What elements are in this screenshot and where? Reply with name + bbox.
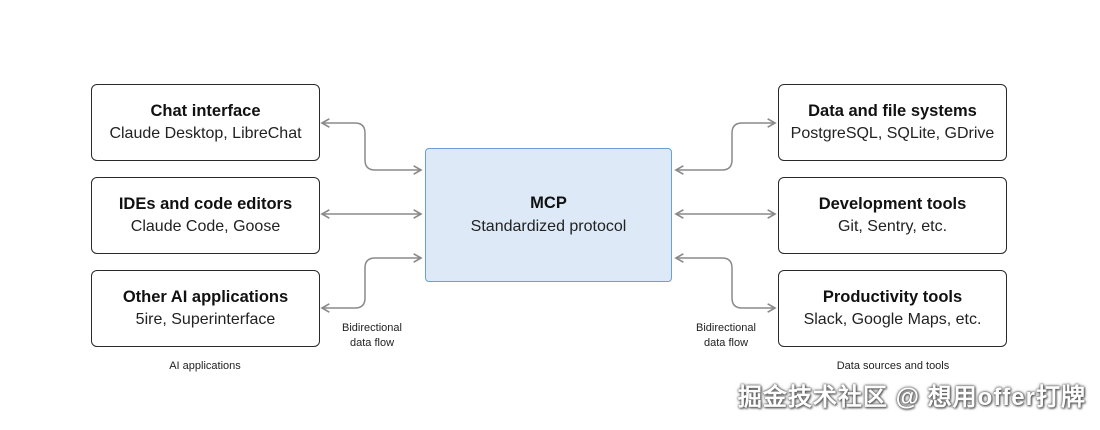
watermark: 掘金技术社区 @ 想用offer打牌 [737, 384, 1086, 411]
arrow-chat-to-mcp [320, 118, 423, 175]
other-ai-apps-box: Other AI applications 5ire, Superinterfa… [91, 270, 320, 347]
right-caption: Data sources and tools [836, 360, 950, 372]
arrow-mcp-to-data [674, 118, 777, 175]
productivity-tools-box: Productivity tools Slack, Google Maps, e… [778, 270, 1007, 347]
box-title: Other AI applications [122, 288, 289, 306]
mcp-subtitle: Standardized protocol [470, 218, 627, 235]
mcp-protocol-box: MCP Standardized protocol [425, 148, 672, 282]
chat-interface-box: Chat interface Claude Desktop, LibreChat [91, 84, 320, 161]
box-subtitle: Claude Code, Goose [130, 218, 281, 235]
mcp-title: MCP [530, 194, 567, 212]
box-title: Productivity tools [822, 288, 963, 306]
box-title: Development tools [818, 195, 967, 213]
box-subtitle: 5ire, Superinterface [135, 311, 276, 328]
box-subtitle: PostgreSQL, SQLite, GDrive [790, 125, 995, 142]
left-caption: AI applications [169, 360, 241, 372]
left-flow-label: Bidirectional data flow [342, 322, 402, 349]
box-title: Chat interface [150, 102, 261, 120]
box-subtitle: Slack, Google Maps, etc. [803, 311, 982, 328]
data-file-systems-box: Data and file systems PostgreSQL, SQLite… [778, 84, 1007, 161]
box-title: Data and file systems [808, 102, 977, 120]
development-tools-box: Development tools Git, Sentry, etc. [778, 177, 1007, 254]
arrow-other-ai-to-mcp [320, 253, 423, 313]
right-flow-label: Bidirectional data flow [696, 322, 756, 349]
ide-editors-box: IDEs and code editors Claude Code, Goose [91, 177, 320, 254]
box-subtitle: Git, Sentry, etc. [837, 218, 948, 235]
box-title: IDEs and code editors [118, 195, 293, 213]
arrow-mcp-to-productivity [674, 253, 777, 313]
box-subtitle: Claude Desktop, LibreChat [109, 125, 302, 142]
